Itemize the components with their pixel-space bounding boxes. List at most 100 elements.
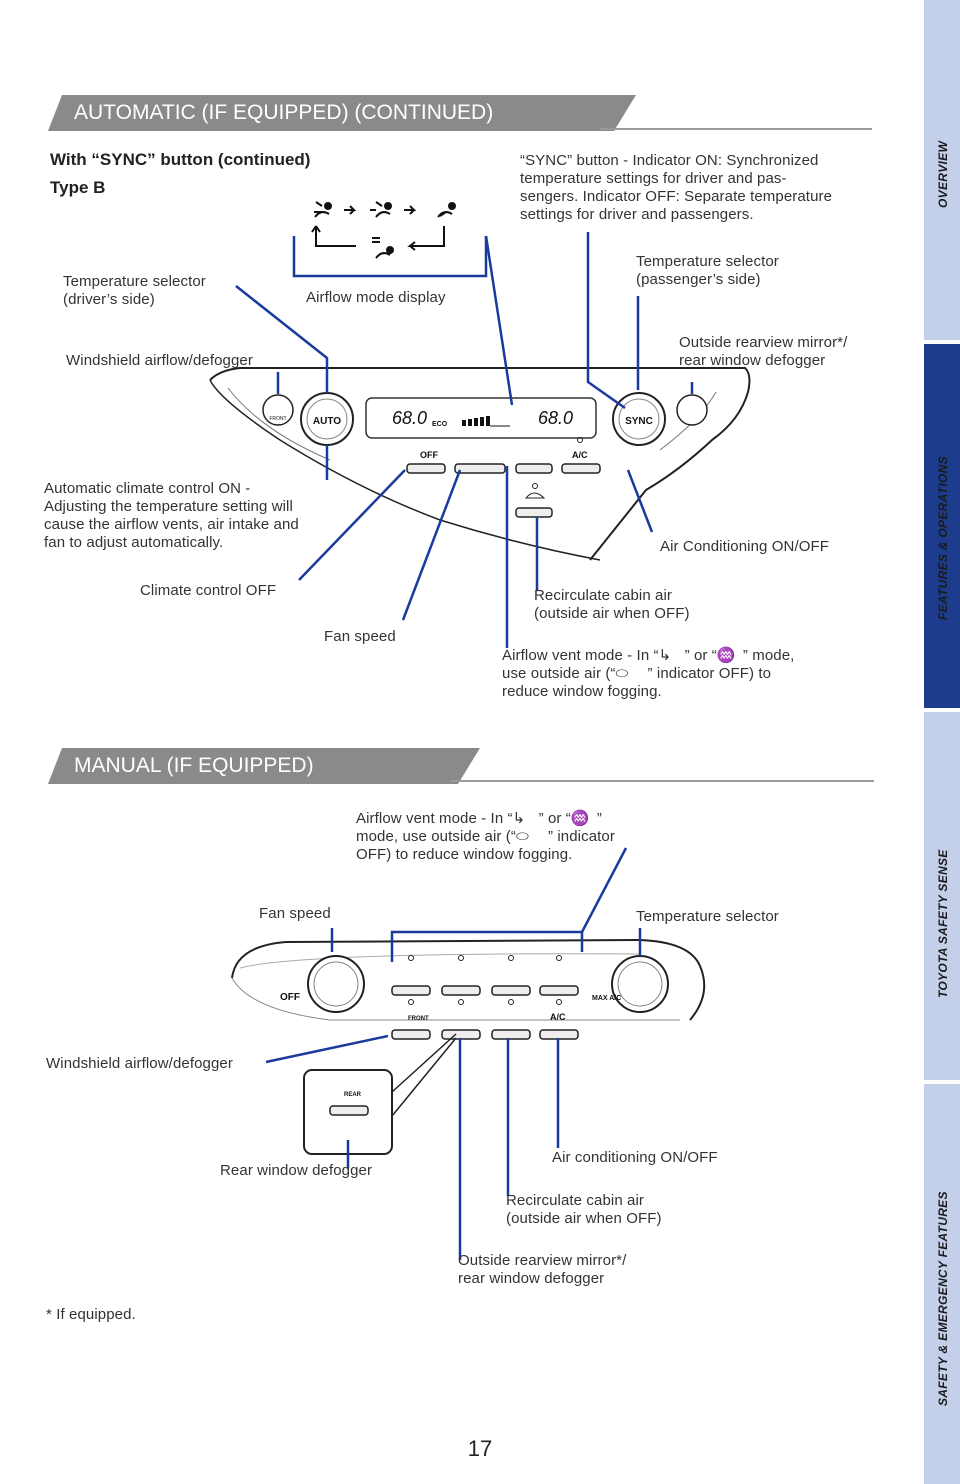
sidebar-tab-tss[interactable]: TOYOTA SAFETY SENSE xyxy=(924,712,960,1080)
callout-airflow-display: Airflow mode display xyxy=(306,289,446,306)
ac-label: A/C xyxy=(550,1012,566,1022)
sidebar-nav: OVERVIEW FEATURES & OPERATIONS TOYOTA SA… xyxy=(924,0,960,1484)
callout-fan-speed: Fan speed xyxy=(324,628,396,645)
foot-vent-icon: ↳ xyxy=(658,647,672,664)
sidebar-tab-label: TOYOTA SAFETY SENSE xyxy=(936,849,950,998)
callout-manual-recirculate: Recirculate cabin air (outside air when … xyxy=(506,1192,662,1227)
callout-manual-mirror-defogger: Outside rearview mirror*/ rear window de… xyxy=(458,1252,627,1287)
rear-defogger-button[interactable] xyxy=(329,1105,369,1116)
vent-text-2: ” or “ xyxy=(684,647,717,664)
front-label: FRONT xyxy=(269,416,286,422)
callout-temp-driver: Temperature selector (driver’s side) xyxy=(63,273,206,308)
sidebar-tab-label: FEATURES & OPERATIONS xyxy=(936,456,950,620)
callout-ac-onoff: Air Conditioning ON/OFF xyxy=(660,538,830,555)
page-number: 17 xyxy=(467,1436,493,1461)
bilevel-vent-icon xyxy=(370,201,392,218)
recirculate-icon: ⬭ xyxy=(615,665,629,682)
callout-manual-fan-speed: Fan speed xyxy=(259,905,331,922)
lcd-eco: ECO xyxy=(432,421,448,428)
lcd-left-temp: 68.0 xyxy=(392,408,427,428)
sidebar-tab-overview[interactable]: OVERVIEW xyxy=(924,0,960,340)
foot-defrost-icon: ↳ xyxy=(512,810,526,827)
fan-speed-rocker[interactable] xyxy=(454,463,506,474)
vent-text-6: reduce window fogging. xyxy=(502,683,662,700)
vent-text-5: ” indicator OFF) to xyxy=(647,665,772,682)
off-label: OFF xyxy=(280,992,300,1003)
callout-sync-button: “SYNC” button - Indicator ON: Synchroniz… xyxy=(520,152,833,223)
sync-label: SYNC xyxy=(625,416,653,427)
vent-foot-defrost-button[interactable] xyxy=(539,985,579,996)
callout-manual-ac: Air conditioning ON/OFF xyxy=(552,1149,718,1166)
off-button[interactable] xyxy=(406,463,446,474)
airflow-mode-sequence xyxy=(311,201,456,259)
callout-manual-rear-defogger: Rear window defogger xyxy=(220,1162,373,1179)
callout-temp-passenger: Temperature selector (passenger’s side) xyxy=(636,253,779,288)
callout-manual-temp-selector: Temperature selector xyxy=(636,908,779,925)
callout-auto-on: Automatic climate control ON - Adjusting… xyxy=(44,480,299,551)
windshield-defrost-icon: ♒ xyxy=(716,647,736,664)
arrow-right-icon xyxy=(344,205,357,215)
automatic-panel-diagram: 68.0 ECO 68.0 AUTO SYNC FRONT OFF A/C xyxy=(209,201,751,648)
recirculate-button[interactable] xyxy=(491,1029,531,1040)
windshield-defrost-icon: ♒ xyxy=(570,810,590,827)
recirculate-button[interactable] xyxy=(515,507,553,518)
footnote: * If equipped. xyxy=(46,1306,136,1323)
vent-text-1: Airflow vent mode - In “ xyxy=(502,647,659,664)
rear-defrost-button[interactable] xyxy=(676,394,708,426)
section-heading: With “SYNC” button (continued) xyxy=(50,150,311,169)
ac-button[interactable] xyxy=(539,1029,579,1040)
auto-label: AUTO xyxy=(313,416,341,427)
off-label: OFF xyxy=(420,450,438,460)
vent-face-button[interactable] xyxy=(391,985,431,996)
callout-manual-vent-mode: Airflow vent mode - In “↳” or “♒” mode, … xyxy=(356,810,696,864)
vent-text-1: Airflow vent mode - In “ xyxy=(356,810,513,827)
max-ac-label: MAX A/C xyxy=(592,995,621,1002)
rear-label: REAR xyxy=(344,1092,362,1098)
vent-mode-button[interactable] xyxy=(515,463,553,474)
front-defrost-button[interactable] xyxy=(391,1029,431,1040)
manual-panel-diagram: OFF MAX A/C FRONT A/C REAR xyxy=(231,847,706,1260)
vent-text-5: ” indicator xyxy=(547,828,615,845)
front-label: FRONT xyxy=(408,1016,429,1022)
recirculate-icon: ⬭ xyxy=(515,828,529,845)
arrow-right-icon xyxy=(404,205,417,215)
vent-text-4: mode, use outside air (“ xyxy=(356,828,516,845)
face-vent-icon xyxy=(314,201,332,218)
vent-text-4: use outside air (“ xyxy=(502,665,616,682)
climate-panel: 68.0 ECO 68.0 AUTO SYNC FRONT OFF A/C xyxy=(209,367,751,561)
arrow-return-icon xyxy=(407,226,445,251)
banner-rule xyxy=(600,128,872,130)
sidebar-tab-features[interactable]: FEATURES & OPERATIONS xyxy=(924,344,960,708)
recirculate-icon xyxy=(524,492,546,499)
callout-manual-windshield: Windshield airflow/defogger xyxy=(46,1055,233,1072)
lcd-fan-level xyxy=(462,416,510,427)
manual-climate-panel: OFF MAX A/C FRONT A/C REAR xyxy=(231,938,706,1155)
ac-button[interactable] xyxy=(561,463,601,474)
callout-climate-off: Climate control OFF xyxy=(140,582,277,599)
sidebar-tab-label: OVERVIEW xyxy=(936,140,950,208)
foot-vent-icon xyxy=(437,202,456,218)
lcd-right-temp: 68.0 xyxy=(538,408,573,428)
arrow-return-icon xyxy=(311,225,356,247)
callout-lines xyxy=(235,232,694,648)
callout-lines xyxy=(265,847,642,1260)
callout-mirror-defogger: Outside rearview mirror*/ rear window de… xyxy=(679,334,848,369)
vent-bilevel-button[interactable] xyxy=(441,985,481,996)
section-banner-automatic: AUTOMATIC (IF EQUIPPED) (CONTINUED) xyxy=(48,95,636,131)
banner-rule xyxy=(450,780,874,782)
foot-defrost-icon xyxy=(372,237,394,259)
front-defrost-button[interactable] xyxy=(262,394,294,426)
vent-text-6: OFF) to reduce window fogging. xyxy=(356,846,573,863)
section-banner-manual: MANUAL (IF EQUIPPED) xyxy=(48,748,480,784)
sidebar-tab-label: SAFETY & EMERGENCY FEATURES xyxy=(936,1191,950,1406)
vent-foot-button[interactable] xyxy=(491,985,531,996)
sidebar-tab-safety[interactable]: SAFETY & EMERGENCY FEATURES xyxy=(924,1084,960,1484)
callout-windshield: Windshield airflow/defogger xyxy=(66,352,253,369)
callout-recirculate: Recirculate cabin air (outside air when … xyxy=(534,587,690,622)
section-subheading: Type B xyxy=(50,178,106,197)
ac-label: A/C xyxy=(572,450,588,460)
mirror-defogger-button[interactable] xyxy=(441,1029,481,1040)
vent-text-3: ” xyxy=(596,810,602,827)
callout-vent-mode: Airflow vent mode - In “↳” or “♒” mode, … xyxy=(502,647,882,701)
vent-text-3: ” mode, xyxy=(742,647,795,664)
